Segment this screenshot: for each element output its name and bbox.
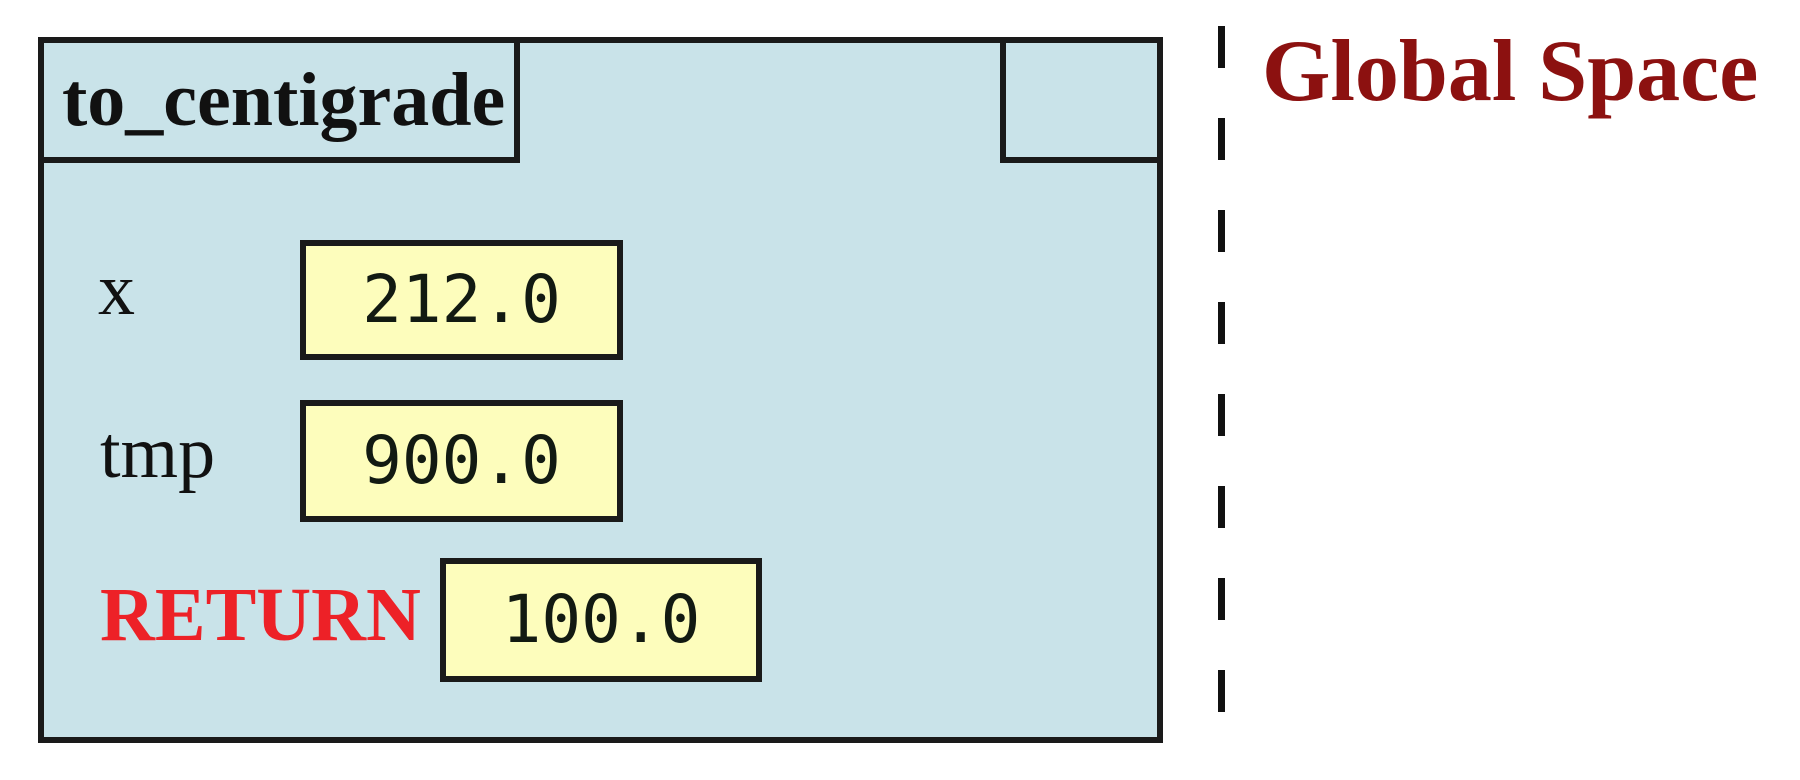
return-label: RETURN [100,573,421,657]
global-space-title: Global Space [1262,23,1759,120]
frame-name-tab: to_centigrade [38,37,520,163]
variable-value-x: 212.0 [362,261,561,338]
variable-value-box-x: 212.0 [300,240,623,360]
variable-name-label-x: x [98,249,135,331]
global-space-divider [1218,26,1225,762]
variable-value-tmp: 900.0 [362,422,561,499]
return-value: 100.0 [501,581,701,658]
variable-value-box-tmp: 900.0 [300,400,623,522]
variable-name-label-tmp: tmp [100,412,216,494]
return-value-box: 100.0 [440,558,762,682]
frame-corner-box [1000,37,1163,163]
frame-name-label: to_centigrade [62,58,506,142]
